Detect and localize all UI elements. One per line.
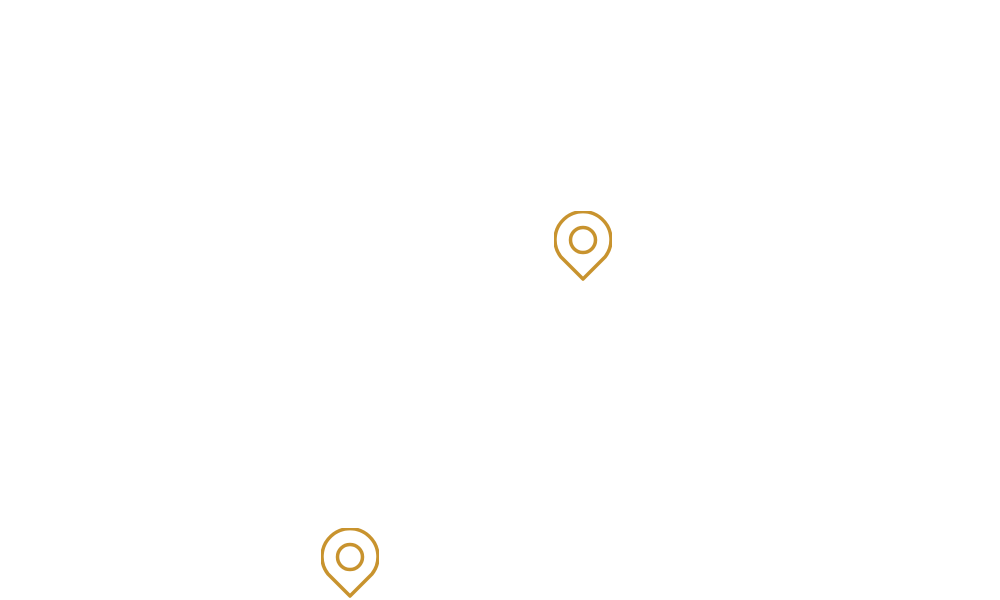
map-marker[interactable] bbox=[554, 211, 612, 281]
map-marker[interactable] bbox=[321, 528, 379, 598]
map-pin-icon bbox=[554, 211, 612, 281]
map-pin-icon bbox=[321, 528, 379, 598]
